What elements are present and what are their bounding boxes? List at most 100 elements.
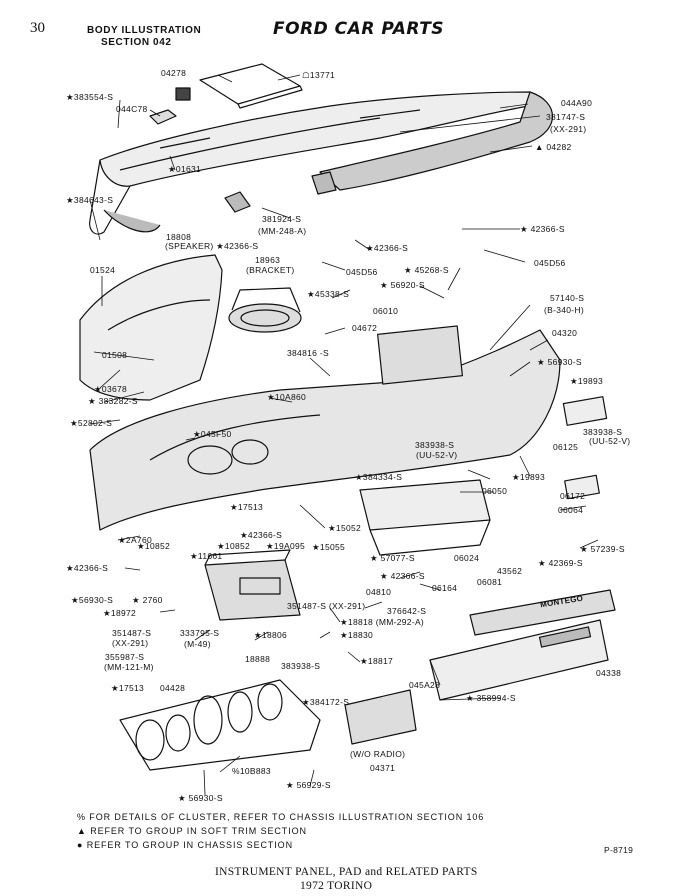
part-label: 06081 <box>477 577 503 587</box>
part-label: 333795-S <box>180 628 220 638</box>
part-label: ★384172-S <box>302 697 350 707</box>
part-label: ★56930-S <box>71 595 114 605</box>
part-label: ★19A095 <box>266 541 306 551</box>
figure-id: P-8719 <box>604 845 634 855</box>
part-label: (XX-291) <box>112 638 149 648</box>
part-label: ★45338-S <box>307 289 350 299</box>
page-number: 30 <box>30 20 45 36</box>
part-label: 06024 <box>454 553 480 563</box>
part-label: ★18830 <box>340 630 374 640</box>
part-label: ★10A860 <box>267 392 307 402</box>
section-title: BODY ILLUSTRATION SECTION 042 <box>87 25 201 49</box>
part-label: (BRACKET) <box>246 265 295 275</box>
part-044C78-clip <box>149 87 191 125</box>
part-label: ★18806 <box>254 630 288 640</box>
part-label: 06172 <box>560 491 586 501</box>
footnote-cluster: % FOR DETAILS OF CLUSTER, REFER TO CHASS… <box>77 812 485 822</box>
part-radio <box>204 549 301 621</box>
section-line-2: SECTION 042 <box>101 37 172 48</box>
part-label: (UU-52-V) <box>589 436 631 446</box>
part-04278-panel <box>199 63 303 109</box>
part-label: 045D56 <box>534 258 566 268</box>
part-label: 04672 <box>352 323 378 333</box>
part-label: 04278 <box>161 68 187 78</box>
part-label: 381924-S <box>262 214 302 224</box>
part-main-instrument-panel <box>89 325 561 531</box>
caption-model: 1972 TORINO <box>300 880 373 892</box>
part-label: 044A90 <box>561 98 593 108</box>
part-label: ★384334-S <box>355 472 403 482</box>
part-label: 04428 <box>160 683 186 693</box>
part-label: 383938-S <box>415 440 455 450</box>
part-label: 376642-S <box>387 606 427 616</box>
part-label: (SPEAKER) ★42366-S <box>165 241 259 251</box>
part-label: 04320 <box>552 328 578 338</box>
part-label: ★10852 <box>217 541 251 551</box>
leader-lines <box>89 74 599 796</box>
part-label: ★01631 <box>168 164 202 174</box>
part-label: 06164 <box>432 583 458 593</box>
part-label: 01508 <box>102 350 128 360</box>
part-label: ★ 358994-S <box>466 693 516 703</box>
part-label: 384816 -S <box>287 348 329 358</box>
brand-title: FORD CAR PARTS <box>273 19 445 39</box>
part-label: 381747-S <box>546 112 586 122</box>
part-label: ★ 2760 <box>132 595 163 605</box>
part-label: (B-340-H) <box>544 305 585 315</box>
part-label: 06050 <box>482 486 508 496</box>
footnote-chassis: ● REFER TO GROUP IN CHASSIS SECTION <box>77 840 293 850</box>
part-label: 06125 <box>553 442 579 452</box>
part-instrument-pad <box>89 91 554 235</box>
part-label: ★42366-S <box>66 563 109 573</box>
part-label: ★ 57239-S <box>580 544 625 554</box>
part-label: ★19893 <box>570 376 604 386</box>
part-label: 18808 <box>166 232 192 242</box>
part-label: 355987-S <box>105 652 145 662</box>
part-label: ▲ 04282 <box>535 142 572 152</box>
part-label: 04371 <box>370 763 396 773</box>
part-label: ★18818 (MM-292-A) <box>340 617 425 627</box>
caption-title: INSTRUMENT PANEL, PAD and RELATED PARTS <box>215 866 478 878</box>
part-label: 383938-S <box>281 661 321 671</box>
part-label: ★ 383282-S <box>88 396 138 406</box>
part-label: ★18972 <box>103 608 137 618</box>
part-label: ★ 57077-S <box>370 553 415 563</box>
part-label: ★2A760 <box>118 535 152 545</box>
part-label: (XX-291) <box>550 124 587 134</box>
part-label: 045D56 <box>346 267 378 277</box>
part-label: ★42366-S <box>240 530 283 540</box>
part-label: ★ 56930-S <box>537 357 582 367</box>
part-label: 18888 <box>245 654 271 664</box>
part-montego-trim-plate <box>429 589 616 701</box>
part-label: ★03678 <box>94 384 128 394</box>
part-label: 18963 <box>255 255 281 265</box>
part-label: ★17513 <box>230 502 264 512</box>
part-label: 044C78 <box>116 104 148 114</box>
part-label: (MM-248-A) <box>258 226 307 236</box>
part-label: ★11661 <box>190 551 223 561</box>
part-ashtray-housing <box>359 479 491 556</box>
part-label: ★15055 <box>312 542 346 552</box>
part-label: 06064 <box>558 505 584 515</box>
part-speaker-bracket <box>228 287 302 333</box>
part-cluster-bezel <box>119 679 321 771</box>
part-label: ★18817 <box>360 656 394 666</box>
part-label: ★383554-S <box>66 92 114 102</box>
part-label: 351487-S <box>112 628 152 638</box>
part-right-vents <box>562 396 608 500</box>
part-left-end-panel <box>79 254 223 401</box>
part-label: 04810 <box>366 587 392 597</box>
part-label: ★ 42366-S <box>380 571 425 581</box>
part-label: (MM-121-M) <box>104 662 154 672</box>
footnote-soft-trim: ▲ REFER TO GROUP IN SOFT TRIM SECTION <box>77 826 307 836</box>
part-label: 01524 <box>90 265 116 275</box>
part-label: (UU-52-V) <box>416 450 458 460</box>
part-label: ★17513 <box>111 683 145 693</box>
part-label: 04338 <box>596 668 622 678</box>
part-label: 383938-S <box>583 427 623 437</box>
part-label: ★045F50 <box>193 429 232 439</box>
part-label: ★ 45268-S <box>404 265 449 275</box>
part-label: %10B883 <box>232 766 271 776</box>
part-radio-cover-plate <box>344 689 417 745</box>
